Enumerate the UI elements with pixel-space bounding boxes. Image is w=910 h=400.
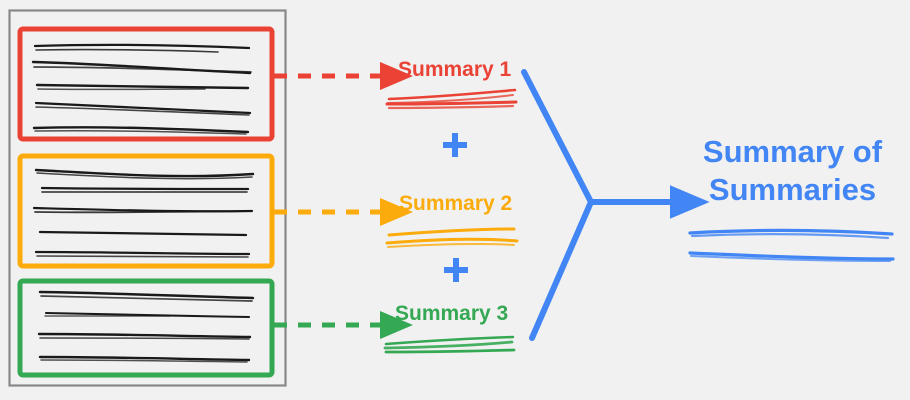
- summary-2-label: Summary 2: [399, 192, 513, 215]
- merge-connector: [521, 69, 594, 341]
- summary-3-underline: [383, 335, 516, 354]
- source-document-panel: [8, 9, 287, 387]
- final-summary-label-line-2: Summaries: [708, 171, 877, 207]
- summary-2-underline: [385, 227, 519, 248]
- plus-operator-2: +: [442, 256, 470, 284]
- plus-1-vertical-bar: [452, 133, 458, 157]
- chunk-box-2: [17, 153, 275, 269]
- chunk-1-scribble-lines: [31, 43, 252, 135]
- final-summary-label-line-1: Summary of: [702, 134, 883, 169]
- summary-1-underline: [385, 88, 518, 110]
- final-summary-block: Summary of Summaries: [690, 133, 895, 209]
- final-summary-underline: [688, 228, 895, 262]
- chunk-3-scribble-lines: [37, 290, 255, 363]
- summary-1-label: Summary 1: [398, 58, 512, 81]
- plus-2-vertical-bar: [453, 258, 459, 282]
- chunk-box-3: [17, 278, 275, 378]
- chunk-2-scribble-lines: [32, 168, 255, 258]
- summary-3-label: Summary 3: [395, 302, 509, 325]
- plus-operator-1: +: [441, 131, 469, 159]
- chunk-box-1: [17, 26, 275, 142]
